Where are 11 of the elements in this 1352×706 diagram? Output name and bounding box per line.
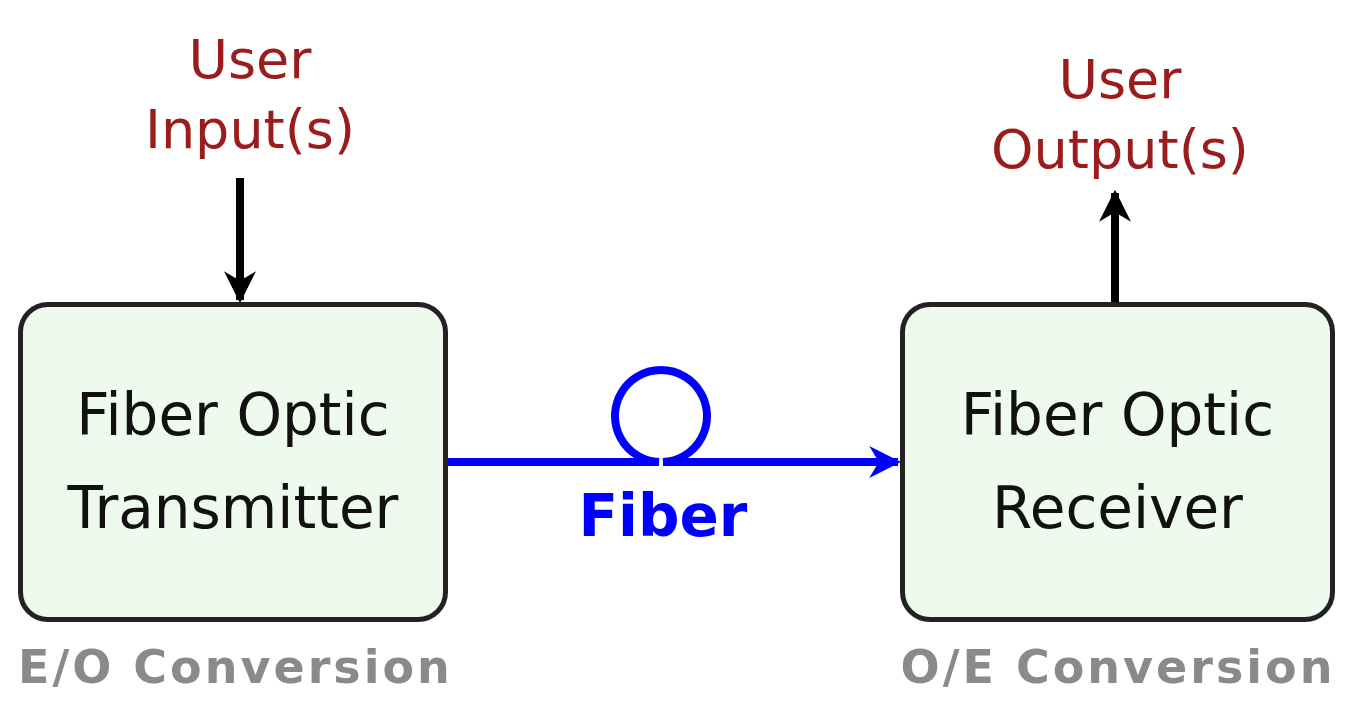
user-io-label: User Output(s) — [960, 35, 1280, 195]
arrow — [1099, 189, 1131, 302]
node-label: O/E Conversion — [899, 640, 1337, 694]
arrow — [448, 366, 902, 478]
edge-label: Fiber — [578, 482, 748, 550]
box-label: Fiber Optic Receiver — [959, 380, 1276, 544]
node-label: E/O Conversion — [18, 640, 448, 694]
process-box — [900, 302, 1335, 622]
process-box — [18, 302, 448, 622]
box-label: Fiber Optic Transmitter — [66, 380, 400, 544]
user-io-label: User Input(s) — [110, 10, 390, 180]
